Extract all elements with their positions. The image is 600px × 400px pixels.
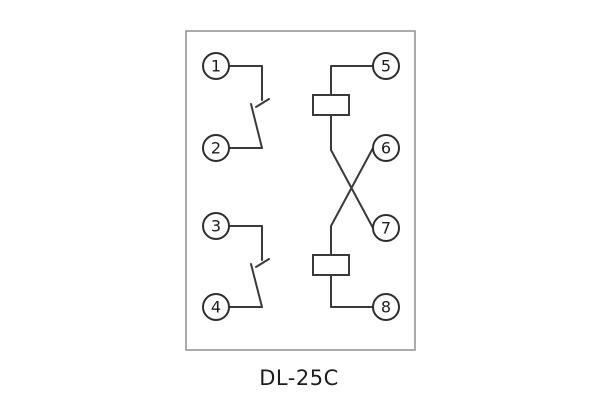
contact-switch-1-2 [228,65,270,149]
cross-wire-from-terminal-6 [330,147,374,256]
terminal-6-label: 6 [381,139,391,158]
terminal-4-circle [202,293,230,321]
terminal-7-label: 7 [381,219,391,238]
diagram-border [185,30,416,351]
terminal-5-circle [372,52,400,80]
terminal-3: 3 [202,212,230,240]
terminal-5-label: 5 [381,57,391,76]
contact-3-4-blade [250,263,263,308]
terminal-5: 5 [372,52,400,80]
terminal-3-circle [202,212,230,240]
contact-3-4-top-lead [228,225,263,261]
terminal-7: 7 [372,214,400,242]
terminal-8-circle [372,293,400,321]
terminal-1-circle [202,52,230,80]
terminal-6-circle [372,134,400,162]
terminal-3-label: 3 [211,217,221,236]
contact-1-2-blade [250,103,263,149]
coil-branch-bottom [312,254,374,308]
coil-bottom [312,254,350,276]
terminal-2: 2 [202,134,230,162]
terminal-5-lead [330,65,374,96]
contact-1-2-tick [255,98,270,108]
crossover-wires [330,147,374,256]
contact-3-4-tick [255,258,270,268]
coil-top [312,94,350,116]
terminal-8-lead [330,274,374,308]
coil-branch-top [312,65,374,151]
diagram-title: DL-25C [259,366,338,390]
terminal-1-label: 1 [211,57,221,76]
terminal-2-label: 2 [211,139,221,158]
terminal-4: 4 [202,293,230,321]
contact-switch-3-4 [228,225,270,308]
terminal-2-circle [202,134,230,162]
terminal-8-label: 8 [381,298,391,317]
terminal-8: 8 [372,293,400,321]
terminal-7-circle [372,214,400,242]
terminal-4-label: 4 [211,298,221,317]
terminal-6: 6 [372,134,400,162]
contact-1-2-top-lead [228,65,263,101]
terminal-1: 1 [202,52,230,80]
